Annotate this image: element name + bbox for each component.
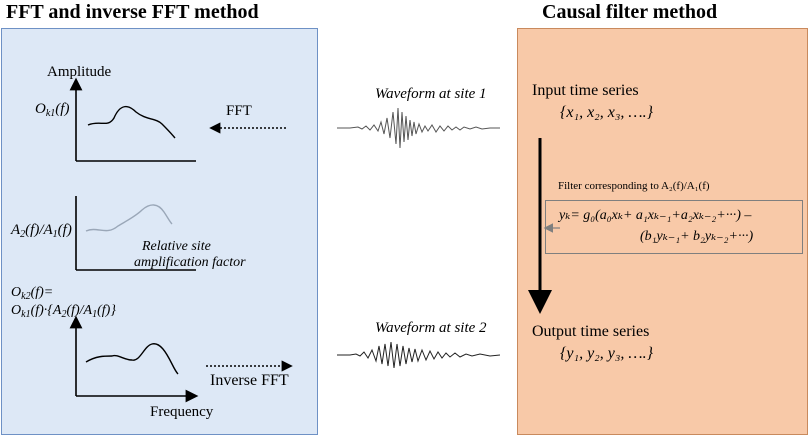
relative-line1: Relative site xyxy=(142,239,211,254)
filter-equation-line1: yₖ= g₀(a₀xₖ+ a₁xₖ₋₁+a₂xₖ₋₂+···) – xyxy=(559,208,752,223)
fft-label: FFT xyxy=(226,103,252,119)
ok2-label: Ok2(f)= xyxy=(11,285,54,302)
left-title: FFT and inverse FFT method xyxy=(6,1,259,23)
waveform-site1 xyxy=(337,107,500,149)
amplitude-label: Amplitude xyxy=(47,64,112,80)
relative-line2: amplification factor xyxy=(134,255,246,270)
waveform-site2 xyxy=(337,341,501,369)
ratio-label: A2(f)/A1(f) xyxy=(11,222,72,240)
output-spectrum-axes xyxy=(69,315,199,403)
inverse-fft-label: Inverse FFT xyxy=(210,372,289,389)
output-series: {y₁, y₂, y₃, ….} xyxy=(560,345,654,362)
filter-caption: Filter corresponding to A₂(f)/A₁(f) xyxy=(558,180,710,192)
ok1-spectrum-curve xyxy=(87,105,176,139)
fft-method-panel xyxy=(1,28,318,435)
output-time-series-label: Output time series xyxy=(532,323,650,340)
input-series: {x₁, x₂, x₃, ….} xyxy=(560,104,654,121)
ok2-spectrum-curve xyxy=(85,343,179,375)
frequency-label: Frequency xyxy=(150,404,214,420)
ratio-graph-axes xyxy=(75,196,196,271)
ok1-label: Ok1(f) xyxy=(35,101,70,119)
filter-equation-line2: (b₁yₖ₋₁+ b₂yₖ₋₂+···) xyxy=(640,229,754,244)
amplitude-graph-axes xyxy=(69,77,196,162)
ratio-curve xyxy=(85,204,173,232)
input-time-series-label: Input time series xyxy=(532,82,639,99)
waveform1-label: Waveform at site 1 xyxy=(375,86,487,102)
right-title: Causal filter method xyxy=(542,1,718,23)
ok2-equation: Ok1(f)·{A2(f)/A1(f)} xyxy=(11,303,116,320)
filter-equation-box xyxy=(545,200,803,254)
waveform2-label: Waveform at site 2 xyxy=(375,320,487,336)
